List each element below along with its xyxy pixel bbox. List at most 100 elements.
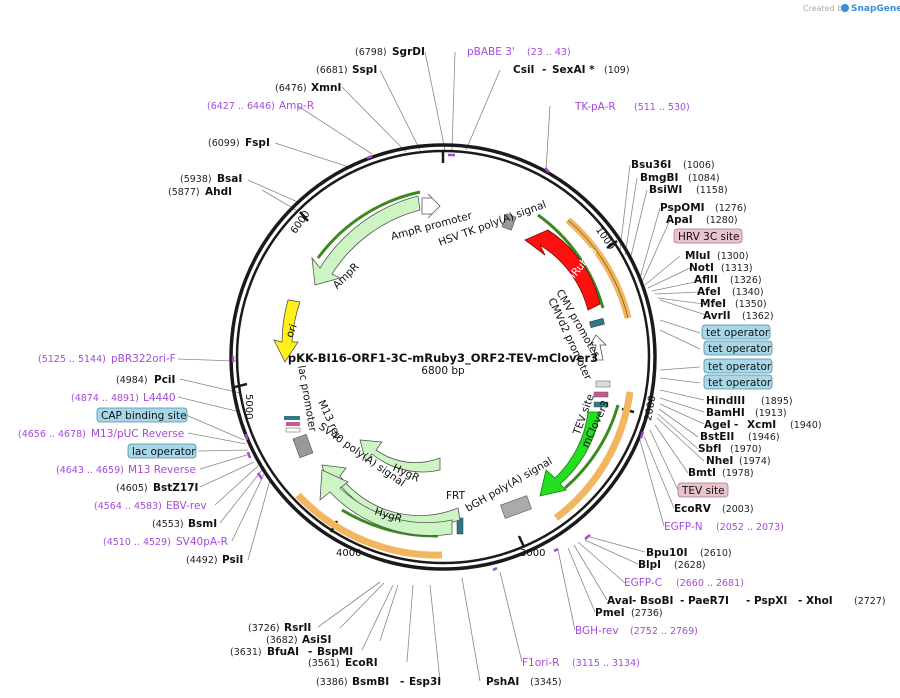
label-pbr322: pBR322ori-F bbox=[111, 353, 176, 365]
cmv-promoter-track bbox=[537, 213, 605, 309]
label-bsu36i: Bsu36I bbox=[631, 159, 671, 171]
label-f1ori: F1ori-R bbox=[522, 657, 559, 669]
cap-binding-box bbox=[96, 407, 188, 423]
label-bstz17i: BstZ17I bbox=[153, 482, 198, 494]
pos-bsu36i: (1006) bbox=[683, 160, 715, 171]
pos-avai: (2727) bbox=[854, 596, 886, 607]
pos-sbfi: (1970) bbox=[730, 444, 762, 455]
label-nhei: NheI bbox=[706, 455, 733, 467]
label-sexai: SexAI * bbox=[552, 64, 595, 76]
pos-bsiwi: (1158) bbox=[696, 185, 728, 196]
pos-asisi: (3682) bbox=[266, 635, 298, 646]
pos-sv40pa: (4510 .. 4529) bbox=[103, 537, 171, 548]
pos-avrii: (1362) bbox=[742, 311, 774, 322]
pos-pcii: (4984) bbox=[116, 375, 148, 386]
sep-bfuai: - bbox=[308, 646, 312, 658]
sep-bsmbi: - bbox=[400, 676, 404, 688]
tev-mark-2 bbox=[593, 401, 609, 408]
pos-bmgbi: (1084) bbox=[688, 173, 720, 184]
pos-mlui: (1300) bbox=[717, 251, 749, 262]
tet-operator-box-3 bbox=[703, 358, 773, 374]
pos-egfpc: (2660 .. 2681) bbox=[676, 578, 744, 589]
pos-pshai: (3345) bbox=[530, 677, 562, 688]
pos-blpi: (2628) bbox=[674, 560, 706, 571]
label-tkpa: TK-pA-R bbox=[574, 101, 616, 113]
pos-agei: (1940) bbox=[790, 420, 822, 431]
sep-avai-4: - bbox=[798, 595, 802, 607]
sv40-box bbox=[292, 433, 314, 459]
label-ebv: EBV-rev bbox=[166, 500, 207, 512]
pos-apai: (1280) bbox=[706, 215, 738, 226]
tick-3000: 3000 bbox=[520, 548, 545, 559]
label-avai: AvaI bbox=[607, 595, 633, 607]
label-ori: ori bbox=[284, 322, 300, 339]
orange-band-bgh bbox=[553, 391, 634, 521]
label-rsrii: RsrII bbox=[284, 622, 311, 634]
label-bspmi: BspMI bbox=[317, 646, 353, 658]
label-m13rev: M13 Reverse bbox=[128, 464, 196, 476]
credit-text: Created by bbox=[803, 4, 847, 13]
pos-bghrev: (2752 .. 2769) bbox=[630, 626, 698, 637]
pos-afei: (1340) bbox=[732, 287, 764, 298]
tet-operator-box-4 bbox=[703, 374, 773, 390]
pos-sgrdi: (6798) bbox=[355, 47, 387, 58]
hrv-3c-box bbox=[673, 228, 743, 244]
pos-m13puc: (4656 .. 4678) bbox=[18, 429, 86, 440]
label-esp3i: Esp3I bbox=[409, 676, 441, 688]
sep-avai-3: - bbox=[746, 595, 750, 607]
label-ecori: EcoRI bbox=[345, 657, 378, 669]
pos-pbr322: (5125 .. 5144) bbox=[38, 354, 106, 365]
label-bmti: BmtI bbox=[688, 467, 716, 479]
label-hindiii: HindIII bbox=[706, 395, 745, 407]
label-afliii: AflII bbox=[694, 274, 718, 286]
pos-ampr-primer: (6427 .. 6446) bbox=[207, 101, 275, 112]
pos-fspi: (6099) bbox=[208, 138, 240, 149]
label-apai: ApaI bbox=[666, 214, 693, 226]
tick-6000: 6000 bbox=[289, 209, 313, 236]
label-noti: NotI bbox=[689, 262, 714, 274]
label-bsteii: BstEII bbox=[700, 431, 734, 443]
label-sbfi: SbfI bbox=[698, 443, 722, 455]
pos-m13rev: (4643 .. 4659) bbox=[56, 465, 124, 476]
label-afei: AfeI bbox=[697, 286, 721, 298]
tet-operator-box-1 bbox=[701, 324, 771, 340]
tev-site-box bbox=[677, 482, 729, 498]
label-pbabe: pBABE 3' bbox=[467, 46, 515, 58]
pos-bsmbi: (3386) bbox=[316, 677, 348, 688]
ampr-arrow bbox=[311, 195, 421, 286]
bgh-track bbox=[564, 404, 620, 490]
pos-csii: (109) bbox=[604, 65, 630, 76]
pos-psii: (4492) bbox=[186, 555, 218, 566]
pos-nhei: (1974) bbox=[739, 456, 771, 467]
label-frt: FRT bbox=[446, 490, 466, 502]
sep-avai-2: - bbox=[680, 595, 684, 607]
label-agei: AgeI bbox=[704, 419, 731, 431]
label-bamhi: BamHI bbox=[706, 407, 745, 419]
pos-ecori: (3561) bbox=[308, 658, 340, 669]
tet-box-1 bbox=[595, 380, 611, 388]
pos-mfei: (1350) bbox=[735, 299, 767, 310]
pos-pspomi: (1276) bbox=[715, 203, 747, 214]
tev-mark-1 bbox=[593, 391, 609, 398]
pos-ahdi: (5877) bbox=[168, 187, 200, 198]
pos-hindiii: (1895) bbox=[761, 396, 793, 407]
label-ahdi: AhdI bbox=[205, 186, 232, 198]
sep-agei: - bbox=[734, 419, 738, 431]
label-bsai: BsaI bbox=[217, 173, 242, 185]
sep-avai-1: - bbox=[632, 595, 636, 607]
label-bmgbi: BmgBI bbox=[640, 172, 678, 184]
label-psii: PsiI bbox=[222, 554, 243, 566]
pos-afliii: (1326) bbox=[730, 275, 762, 286]
ori-arrow bbox=[273, 299, 301, 363]
pos-bsmi: (4553) bbox=[152, 519, 184, 530]
orange-band-sv40 bbox=[295, 492, 443, 559]
pos-bmti: (1978) bbox=[722, 468, 754, 479]
brand-text: SnapGene bbox=[851, 4, 900, 14]
label-tet-operator-3: tet operator bbox=[708, 361, 772, 373]
pos-bpu10i: (2610) bbox=[700, 548, 732, 559]
hygr-arrow-3 bbox=[359, 439, 441, 473]
label-sv40pa: SV40pA-R bbox=[176, 536, 228, 548]
tet-operator-box-2 bbox=[703, 340, 773, 356]
ampr-promoter-arrow bbox=[421, 193, 441, 219]
